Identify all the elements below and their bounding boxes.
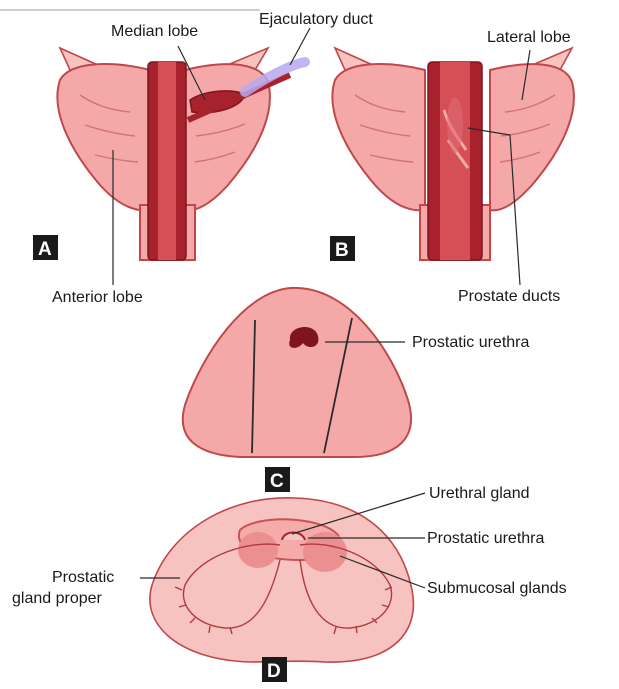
panel-c-cross-section [183, 288, 411, 457]
label-ejaculatory-duct: Ejaculatory duct [259, 11, 373, 28]
panel-letter-c: C [270, 471, 284, 492]
panel-d-cross-section [150, 498, 414, 662]
panel-letter-a: A [38, 239, 52, 260]
panel-a-prostate [57, 48, 305, 260]
label-median-lobe: Median lobe [111, 23, 198, 40]
label-anterior-lobe: Anterior lobe [52, 289, 143, 306]
label-prostatic-gland-line1: Prostatic [52, 569, 114, 586]
panel-b-left-lobe [332, 64, 425, 210]
label-prostate-ducts: Prostate ducts [458, 288, 560, 305]
panel-badge-a: A [33, 235, 58, 260]
label-prostatic-urethra-c: Prostatic urethra [412, 334, 529, 351]
panel-badge-d: D [262, 657, 287, 682]
label-lateral-lobe: Lateral lobe [487, 29, 571, 46]
panel-letter-b: B [335, 240, 349, 261]
label-prostatic-gland-line2: gland proper [12, 590, 103, 607]
panel-letter-d: D [267, 661, 281, 682]
panel-b-prostate [332, 48, 574, 260]
label-submucosal-glands: Submucosal glands [427, 580, 567, 597]
panel-badge-b: B [330, 236, 355, 261]
panel-c-prostate-outline [183, 288, 411, 457]
panel-a-left-lobe [57, 64, 150, 210]
panel-badge-c: C [265, 467, 290, 492]
label-urethral-gland: Urethral gland [429, 485, 530, 502]
label-prostatic-urethra-d: Prostatic urethra [427, 530, 544, 547]
panel-b-right-lobe [490, 64, 574, 210]
